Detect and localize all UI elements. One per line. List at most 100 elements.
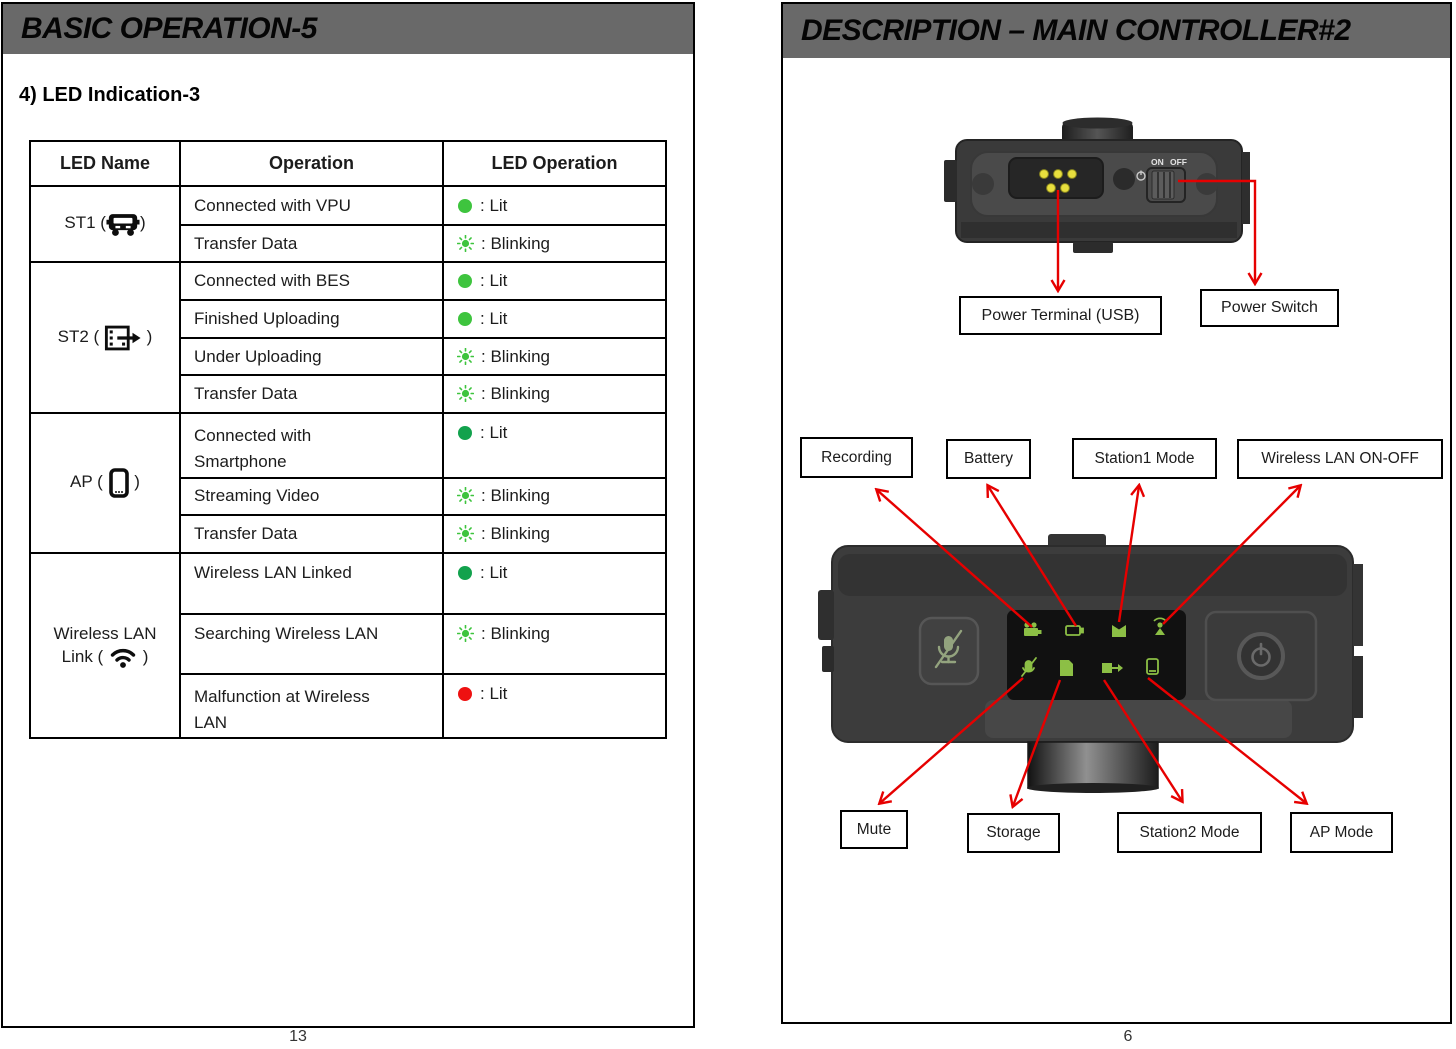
led-lit-dot [458, 198, 472, 213]
table-row: Under Uploading : Blinking [30, 337, 667, 376]
operation-cell: Transfer Data [179, 224, 444, 263]
led-name-ap: AP ( ) [29, 412, 181, 554]
led-lit-dot [458, 312, 472, 326]
right-page: DESCRIPTION – MAIN CONTROLLER#2 [781, 2, 1452, 1024]
led-operation-cell: : Lit [442, 672, 667, 740]
led-blinking-icon [456, 524, 475, 542]
callout-station2-mode: Station2 Mode [1117, 812, 1262, 853]
right-page-number: 6 [1123, 1028, 1133, 1045]
operation-cell: Transfer Data [179, 374, 444, 414]
wifi-icon [110, 649, 136, 669]
left-page-number: 13 [289, 1028, 307, 1045]
led-operation-cell: : Lit [442, 412, 667, 479]
table-row: ST2 ( ) Connected with BES : Lit [29, 261, 667, 414]
operation-cell: Connected with BES [179, 261, 444, 301]
table-row: AP ( ) Connected with Smartphone : Lit [29, 412, 667, 554]
operation-cell: Connected with Smartphone [179, 412, 444, 479]
device-side-tab [818, 590, 834, 640]
table-row: Malfunction at Wireless LAN : Lit [30, 672, 667, 740]
led-operation-cell: : Lit [442, 299, 667, 339]
led-status-panel [1007, 610, 1186, 700]
main-controller-top-view: ON OFF [944, 117, 1250, 253]
car-icon [106, 213, 140, 236]
operation-cell: Searching Wireless LAN [179, 612, 444, 675]
header-operation: Operation [179, 140, 444, 187]
table-row: Searching Wireless LAN : Blinking [30, 612, 667, 675]
table-row: Transfer Data : Blinking [30, 513, 667, 554]
table-row: Transfer Data : Blinking [30, 224, 667, 263]
section-heading: 4) LED Indication-3 [19, 84, 201, 106]
led-operation-cell: : Lit [442, 551, 667, 615]
right-page-title-bar: DESCRIPTION – MAIN CONTROLLER#2 [783, 4, 1450, 58]
led-indication-table: LED Name Operation LED Operation ST1 () … [29, 140, 667, 740]
led-operation-cell: : Blinking [442, 476, 667, 516]
led-blinking-icon [456, 624, 475, 642]
page-title: DESCRIPTION – MAIN CONTROLLER#2 [801, 14, 1351, 47]
callout-mute: Mute [840, 810, 908, 849]
table-row: Finished Uploading : Lit [30, 299, 667, 339]
operation-cell: Malfunction at Wireless LAN [179, 672, 444, 740]
header-led-name: LED Name [29, 140, 181, 187]
led-operation-cell: : Lit [442, 185, 667, 226]
operation-cell: Finished Uploading [179, 299, 444, 339]
led-blinking-icon [456, 234, 475, 252]
callout-battery: Battery [946, 439, 1031, 479]
operation-cell: Connected with VPU [179, 185, 444, 226]
led-operation-cell: : Blinking [442, 513, 667, 554]
reset-button [1113, 168, 1135, 190]
main-controller-front-view [818, 534, 1363, 793]
power-switch-slider [1146, 167, 1186, 203]
callout-ap-mode: AP Mode [1290, 812, 1393, 853]
operation-cell: Streaming Video [179, 476, 444, 516]
callout-recording: Recording [800, 437, 913, 478]
led-name-st2: ST2 ( ) [29, 261, 181, 414]
power-symbol-icon [1136, 170, 1146, 181]
led-operation-cell: : Lit [442, 261, 667, 301]
mic-slash-icon [934, 629, 963, 669]
mute-button [918, 616, 980, 686]
station1-led-icon [1112, 625, 1126, 637]
usb-pogo-pins [1039, 169, 1077, 193]
header-led-operation: LED Operation [442, 140, 667, 187]
left-page: BASIC OPERATION-5 4) LED Indication-3 LE… [1, 2, 695, 1028]
led-lit-dot [458, 686, 472, 701]
callout-storage: Storage [967, 813, 1060, 853]
power-icon [1251, 642, 1271, 667]
table-row: ST1 () Connected with VPU : Lit [29, 185, 667, 263]
operation-cell: Under Uploading [179, 337, 444, 376]
mute-led-icon [1021, 657, 1037, 677]
left-page-title-bar: BASIC OPERATION-5 [3, 4, 693, 54]
ap-mode-led-icon [1146, 658, 1159, 675]
table-header-row: LED Name Operation LED Operation [29, 140, 667, 187]
operation-cell: Transfer Data [179, 513, 444, 554]
led-blinking-icon [456, 384, 475, 403]
switch-off-label: OFF [1170, 157, 1187, 167]
led-lit-dot [458, 565, 472, 580]
device-knob [1062, 117, 1133, 144]
callout-power-switch: Power Switch [1200, 289, 1339, 327]
led-lit-dot [458, 426, 472, 440]
camera-lens [1027, 741, 1159, 789]
page-title: BASIC OPERATION-5 [21, 12, 317, 45]
table-row: Transfer Data : Blinking [30, 374, 667, 414]
device-side-tab [944, 160, 957, 202]
led-operation-cell: : Blinking [442, 612, 667, 675]
led-lit-dot [458, 274, 472, 288]
led-operation-cell: : Blinking [442, 224, 667, 263]
station2-led-icon [1102, 663, 1123, 673]
led-blinking-icon [456, 487, 475, 505]
film-arrow-icon [104, 325, 141, 350]
led-name-wireless-lan: Wireless LAN Link ( ) [29, 551, 181, 740]
table-row: Streaming Video : Blinking [30, 476, 667, 516]
callout-station1-mode: Station1 Mode [1072, 438, 1217, 479]
led-name-st1: ST1 () [29, 185, 181, 263]
switch-on-label: ON [1151, 157, 1164, 167]
storage-led-icon [1060, 660, 1073, 676]
callout-power-terminal: Power Terminal (USB) [959, 296, 1162, 335]
smartphone-icon [108, 468, 129, 498]
operation-cell: Wireless LAN Linked [179, 551, 444, 615]
table-row: Wireless LAN Link ( ) Wireless LAN Linke… [29, 551, 667, 740]
power-button [1204, 610, 1318, 702]
led-operation-cell: : Blinking [442, 374, 667, 414]
led-operation-cell: : Blinking [442, 337, 667, 376]
